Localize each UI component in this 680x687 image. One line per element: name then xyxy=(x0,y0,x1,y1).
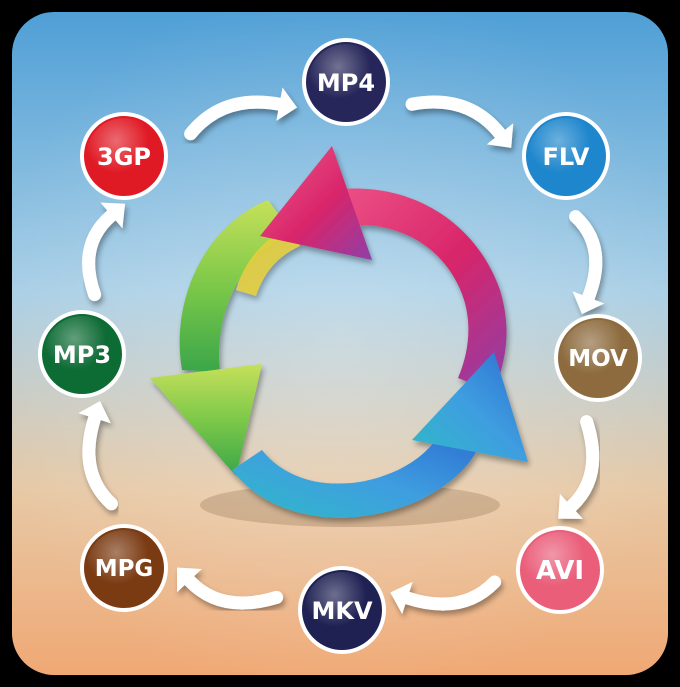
curved-arrow-head xyxy=(390,581,413,615)
badge-label: MOV xyxy=(568,346,628,372)
format-badge-mp4[interactable]: MP4 xyxy=(302,38,390,126)
curved-arrow-shaft xyxy=(569,210,603,304)
badge-shine xyxy=(528,118,604,194)
curved-arrow-head xyxy=(78,401,111,424)
cycle-head-blue xyxy=(412,352,528,462)
format-badge-mkv[interactable]: MKV xyxy=(298,566,386,654)
curved-arrow-shaft xyxy=(400,575,502,611)
format-badge-avi[interactable]: AVI xyxy=(516,526,604,614)
badge-label: MPG xyxy=(95,556,154,582)
curved-arrow-icon xyxy=(177,567,284,610)
curved-arrow-shaft xyxy=(184,95,286,141)
badge-shine xyxy=(304,572,380,648)
badge-shine xyxy=(522,532,598,608)
curved-arrow-shaft xyxy=(82,411,118,511)
curved-arrow-shaft xyxy=(182,574,284,610)
badge-label: MKV xyxy=(311,597,372,625)
cycle-arc-magenta xyxy=(300,188,507,392)
curved-arrow-icon xyxy=(405,95,514,148)
curved-arrow-head xyxy=(276,87,298,121)
curved-arrow-shaft xyxy=(82,208,118,302)
curved-arrow-icon xyxy=(82,202,126,302)
badge-shine xyxy=(308,44,384,120)
cycle-arc-green xyxy=(179,200,292,372)
badge-label: 3GP xyxy=(97,143,151,171)
cycle-band-yellow xyxy=(236,228,300,296)
curved-arrow-icon xyxy=(390,575,502,615)
icon-glow xyxy=(12,12,668,675)
curved-arrow-shaft xyxy=(564,415,600,513)
badge-shine xyxy=(86,118,162,194)
badge-shine xyxy=(44,316,120,392)
curved-arrow-head xyxy=(558,493,583,519)
curved-arrow-head xyxy=(486,123,514,148)
curved-arrow-icon xyxy=(558,415,600,519)
connector-arrows xyxy=(78,87,605,615)
curved-arrow-head xyxy=(100,202,126,229)
curved-arrow-head xyxy=(177,567,202,593)
format-badges: MP4 FLV MOV AVI MKV MPG xyxy=(38,38,642,654)
badge-label: FLV xyxy=(543,143,590,171)
badge-label: MP3 xyxy=(53,341,111,369)
badge-shine xyxy=(86,530,162,606)
curved-arrow-head xyxy=(572,291,605,315)
format-badge-mov[interactable]: MOV xyxy=(554,314,642,402)
curved-arrow-icon xyxy=(184,87,298,141)
cycle-arrows-icon xyxy=(150,146,528,518)
curved-arrow-shaft xyxy=(405,95,507,141)
badge-label: MP4 xyxy=(317,69,375,97)
curved-arrow-icon xyxy=(569,210,605,315)
format-badge-flv[interactable]: FLV xyxy=(522,112,610,200)
curved-arrow-icon xyxy=(78,401,118,511)
format-badge-3gp[interactable]: 3GP xyxy=(80,112,168,200)
cycle-head-magenta xyxy=(260,146,372,260)
format-badge-mpg[interactable]: MPG xyxy=(80,524,168,612)
badge-label: AVI xyxy=(536,556,584,586)
format-badge-mp3[interactable]: MP3 xyxy=(38,310,126,398)
cycle-arc-blue xyxy=(232,430,476,518)
cycle-head-green xyxy=(150,364,262,476)
badge-shine xyxy=(560,320,636,396)
